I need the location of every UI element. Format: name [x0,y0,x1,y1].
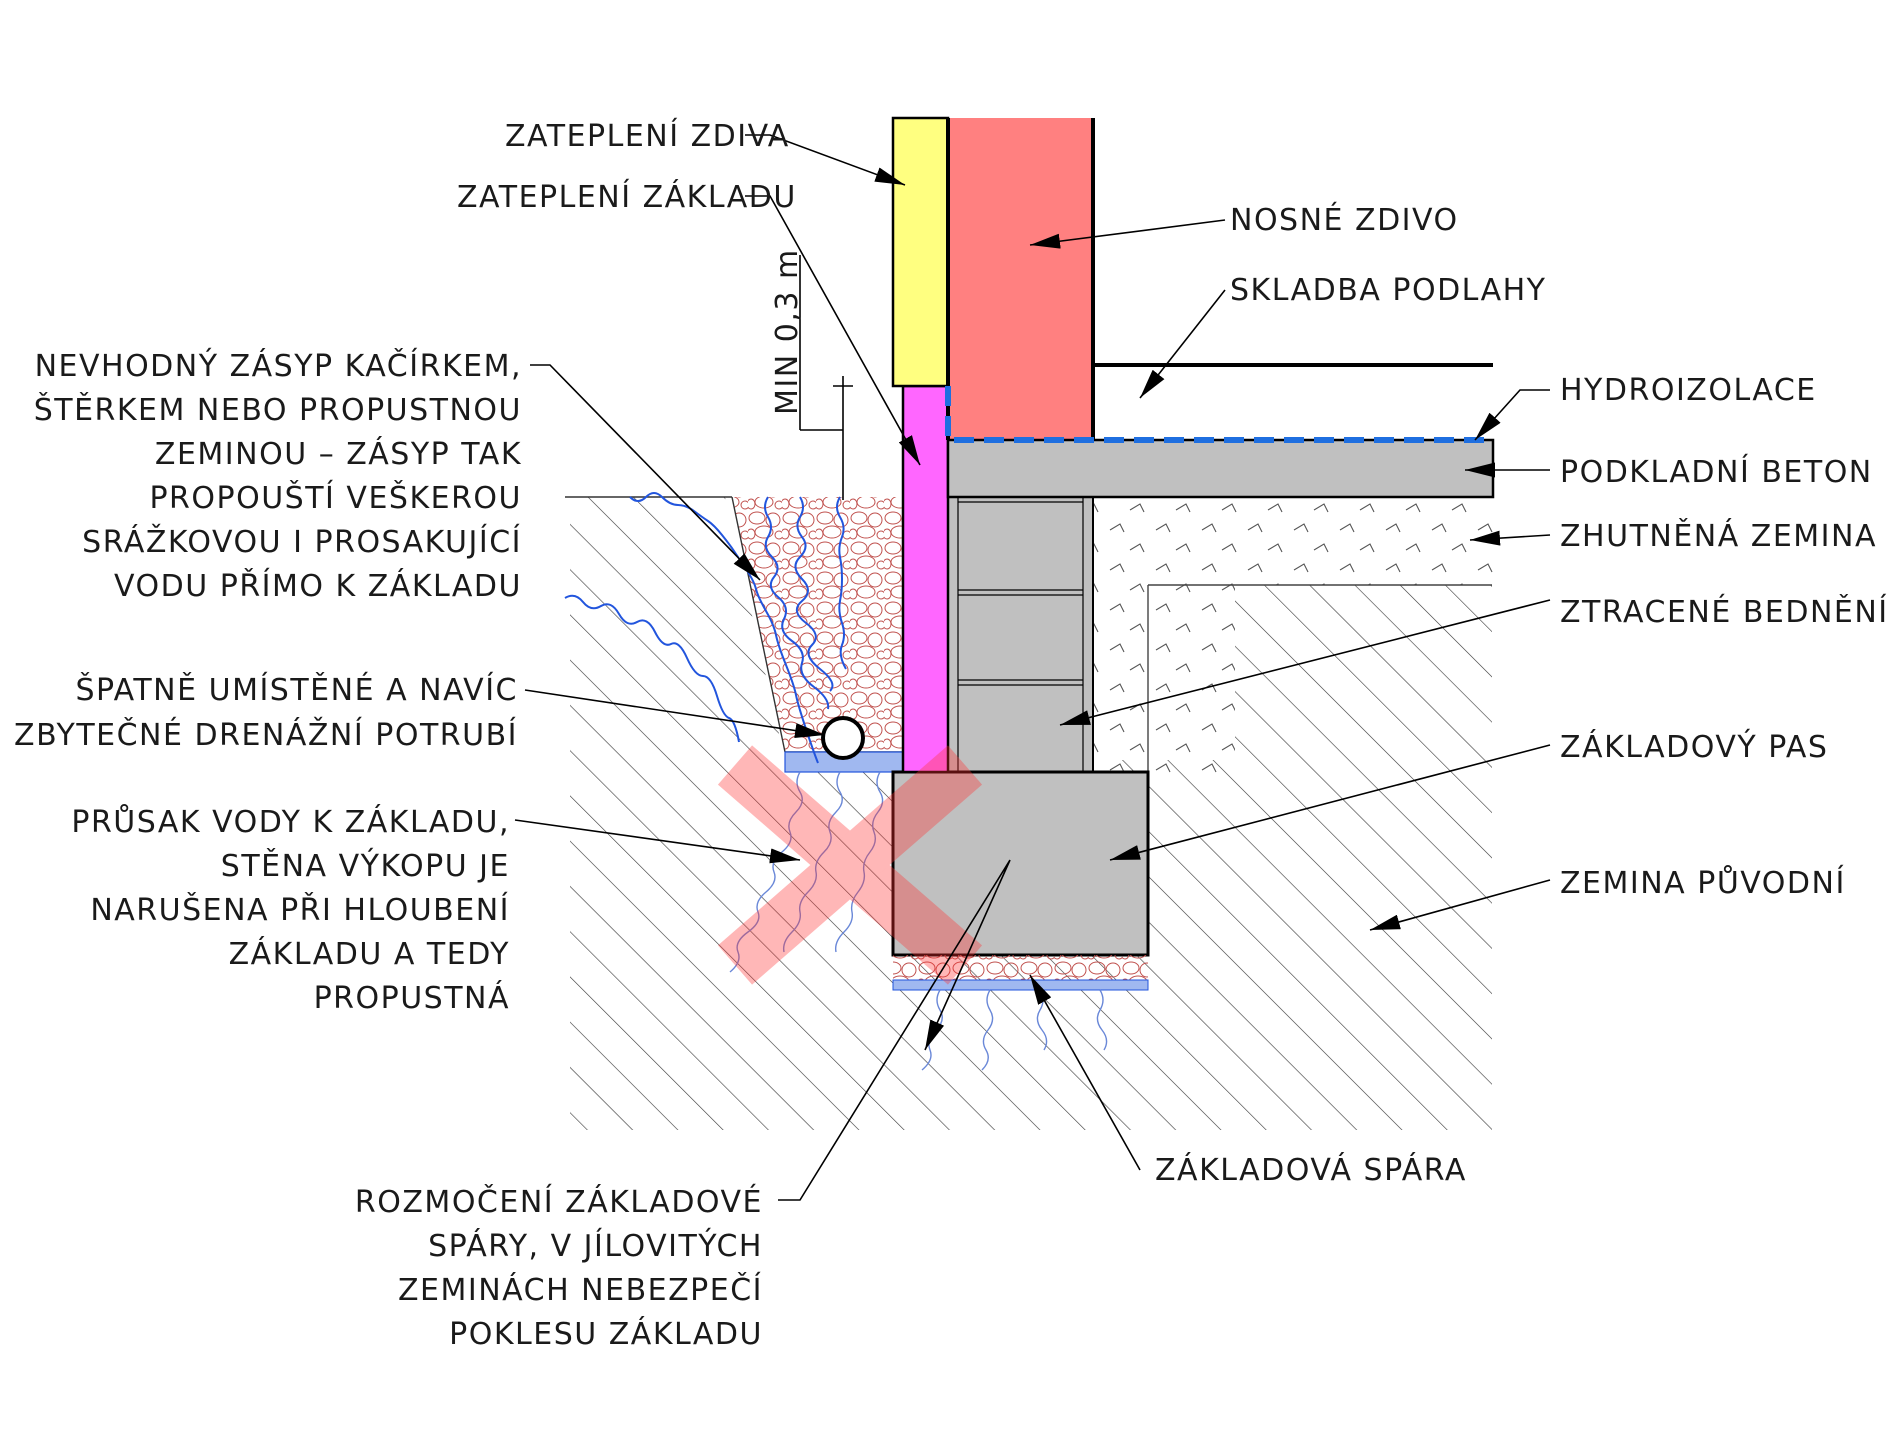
note-rozmoceni-line: SPÁRY, V JÍLOVITÝCH [428,1228,763,1264]
note-drenaz-line: ŠPATNĚ UMÍSTĚNÉ A NAVÍC [75,671,518,708]
dimension-label: MIN 0,3 m [770,248,805,415]
foundation-footing [891,770,1150,957]
foundation-insulation [901,384,950,774]
note-rozmoceni-line: ROZMOČENÍ ZÁKLADOVÉ [355,1183,763,1220]
label-zakladova-spara: ZÁKLADOVÁ SPÁRA [1155,1152,1467,1188]
note-drenaz: ŠPATNĚ UMÍSTĚNÉ A NAVÍC ZBYTEČNÉ DRENÁŽN… [14,671,518,753]
note-zasyp-line: NEVHODNÝ ZÁSYP KAČÍRKEM, [35,347,522,384]
drainage-pipe [821,716,865,760]
label-zakladovy-pas: ZÁKLADOVÝ PAS [1560,729,1828,765]
footing-bedding [892,955,1149,991]
note-drenaz-line: ZBYTEČNÉ DRENÁŽNÍ POTRUBÍ [14,716,518,753]
note-zasyp-line: ŠTĚRKEM NEBO PROPUSTNOU [34,391,522,428]
subfloor-concrete [946,438,1495,499]
label-zatepleni-zakladu: ZATEPLENÍ ZÁKLADU [457,179,797,215]
label-zemina-puvodni: ZEMINA PŮVODNÍ [1560,864,1846,901]
lost-formwork [947,496,1094,773]
water-seepage-below [729,771,1108,1071]
note-zasyp-line: VODU PŘÍMO K ZÁKLADU [114,568,522,604]
label-skladba-podlahy: SKLADBA PODLAHY [1230,273,1547,308]
note-zasyp-line: SRÁŽKOVOU I PROSAKUJÍCÍ [82,524,522,560]
note-zasyp-line: ZEMINOU – ZÁSYP TAK [155,436,522,472]
note-zasyp: NEVHODNÝ ZÁSYP KAČÍRKEM, ŠTĚRKEM NEBO PR… [34,347,522,604]
note-prusak-line: PROPUSTNÁ [314,980,510,1016]
label-zhutnena-zemina: ZHUTNĚNÁ ZEMINA [1560,518,1877,554]
waterproofing-line [945,386,1493,443]
warning-cross-icon [717,745,983,985]
label-hydroizolace: HYDROIZOLACE [1560,373,1817,408]
label-nosne-zdivo: NOSNÉ ZDIVO [1230,202,1459,238]
wall-insulation [891,116,950,388]
label-podkladni-beton: PODKLADNÍ BETON [1560,454,1873,490]
note-rozmoceni: ROZMOČENÍ ZÁKLADOVÉ SPÁRY, V JÍLOVITÝCH … [355,1183,763,1352]
note-prusak-line: PRŮSAK VODY K ZÁKLADU, [71,803,510,840]
note-rozmoceni-line: POKLESU ZÁKLADU [449,1316,763,1352]
compacted-soil [1093,497,1493,775]
leaders [514,134,1551,1201]
note-prusak-line: ZÁKLADU A TEDY [229,936,510,972]
dimension-min-height: MIN 0,3 m [770,248,853,500]
load-bearing-wall [948,118,1093,440]
label-ztracene-bedneni: ZTRACENÉ BEDNĚNÍ [1560,594,1889,630]
note-prusak: PRŮSAK VODY K ZÁKLADU, STĚNA VÝKOPU JE N… [71,803,510,1016]
note-rozmoceni-line: ZEMINÁCH NEBEZPEČÍ [398,1271,763,1308]
note-zasyp-line: PROPOUŠTÍ VEŠKEROU [149,479,522,516]
label-zatepleni-zdiva: ZATEPLENÍ ZDIVA [505,118,790,154]
note-prusak-line: NARUŠENA PŘI HLOUBENÍ [90,891,510,928]
note-prusak-line: STĚNA VÝKOPU JE [221,848,510,884]
